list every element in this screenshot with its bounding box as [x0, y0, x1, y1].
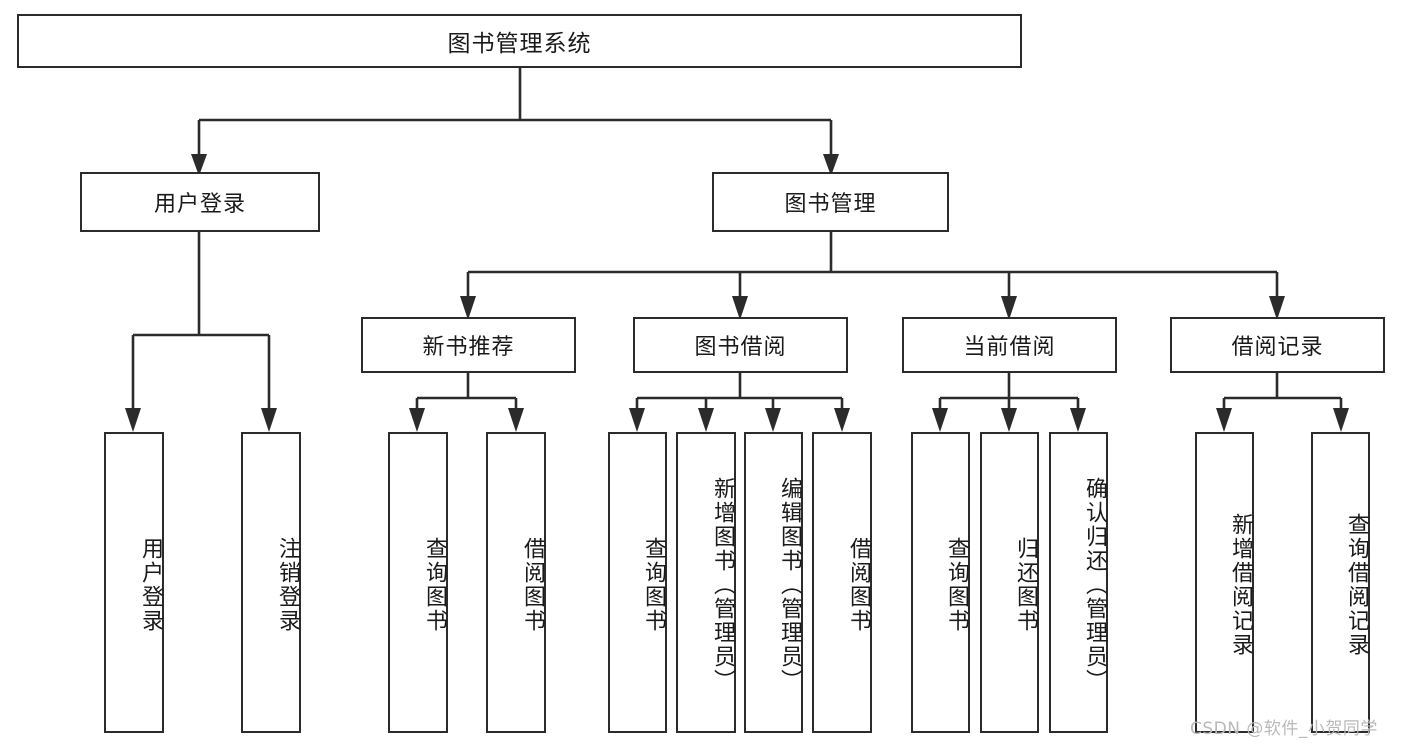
node-label: 用户登录 — [138, 536, 163, 633]
node-label: 借阅图书 — [520, 536, 545, 633]
node-label: 查询借阅记录 — [1344, 512, 1369, 657]
node-label: 新书推荐 — [422, 335, 515, 360]
leaf-current-borrow-confirm-return[interactable]: 确认归还（管理员） — [1049, 432, 1108, 733]
leaf-current-borrow-query[interactable]: 查询图书 — [911, 432, 970, 733]
leaf-book-borrow-edit[interactable]: 编辑图书（管理员） — [744, 432, 803, 733]
node-label: 归还图书 — [1013, 536, 1038, 633]
leaf-user-login-login[interactable]: 用户登录 — [104, 432, 164, 733]
node-label: 编辑图书（管理员） — [777, 476, 802, 693]
leaf-borrow-record-add[interactable]: 新增借阅记录 — [1195, 432, 1254, 733]
node-label: 借阅图书 — [846, 536, 871, 633]
leaf-book-borrow-query[interactable]: 查询图书 — [608, 432, 667, 733]
leaf-book-borrow-borrow[interactable]: 借阅图书 — [812, 432, 872, 733]
node-new-book-recommend[interactable]: 新书推荐 — [361, 317, 576, 373]
node-root-system[interactable]: 图书管理系统 — [17, 14, 1022, 68]
leaf-new-book-query[interactable]: 查询图书 — [388, 432, 448, 733]
csdn-watermark: CSDN @软件_小贺同学 — [1190, 719, 1378, 739]
node-book-borrow[interactable]: 图书借阅 — [633, 317, 848, 373]
node-label: 图书借阅 — [694, 335, 787, 360]
node-borrow-record[interactable]: 借阅记录 — [1170, 317, 1385, 373]
leaf-borrow-record-query[interactable]: 查询借阅记录 — [1311, 432, 1370, 733]
leaf-new-book-borrow[interactable]: 借阅图书 — [486, 432, 546, 733]
node-user-login[interactable]: 用户登录 — [80, 172, 320, 232]
node-label: 查询图书 — [641, 536, 666, 633]
node-label: 新增图书（管理员） — [710, 476, 735, 693]
leaf-user-login-logout[interactable]: 注销登录 — [241, 432, 301, 733]
leaf-current-borrow-return[interactable]: 归还图书 — [980, 432, 1039, 733]
node-label: 图书管理 — [784, 192, 877, 217]
leaf-book-borrow-add[interactable]: 新增图书（管理员） — [676, 432, 736, 733]
node-label: 注销登录 — [275, 536, 300, 633]
node-label: 查询图书 — [944, 536, 969, 633]
node-book-management[interactable]: 图书管理 — [712, 172, 949, 232]
node-label: 查询图书 — [422, 536, 447, 633]
node-label: 图书管理系统 — [447, 31, 592, 57]
node-label: 新增借阅记录 — [1228, 512, 1253, 657]
node-current-borrow[interactable]: 当前借阅 — [902, 317, 1117, 373]
node-label: 确认归还（管理员） — [1082, 476, 1107, 693]
node-label: 用户登录 — [153, 192, 246, 217]
node-label: 当前借阅 — [963, 335, 1056, 360]
node-label: 借阅记录 — [1231, 335, 1324, 360]
